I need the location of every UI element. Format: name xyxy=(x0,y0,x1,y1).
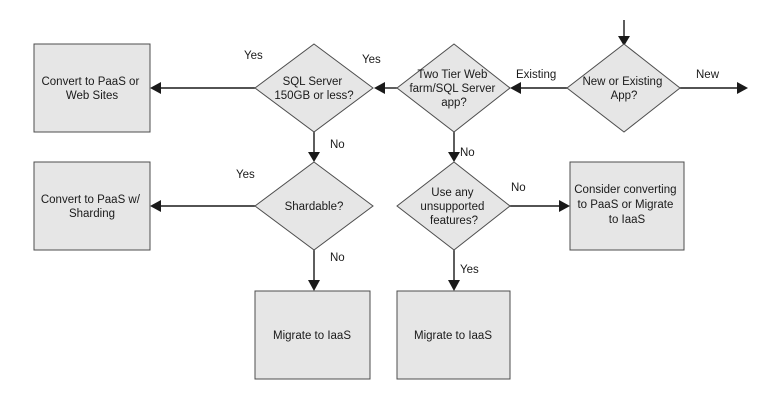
unsupported-no-arrowhead xyxy=(559,200,570,212)
decision-shardable xyxy=(254,161,374,251)
node-label-line: app? xyxy=(441,97,467,109)
process-migrate-iaas-shardable-text: Migrate to IaaS xyxy=(273,330,351,342)
sql-yes-arrowhead xyxy=(150,82,161,94)
edge-label-shardable-no: No xyxy=(330,252,345,264)
node-label-line: Migrate to IaaS xyxy=(414,330,492,342)
process-consider-converting xyxy=(569,161,685,251)
node-label-line: New or Existing xyxy=(582,76,662,88)
node-label-line: Shardable? xyxy=(285,201,344,213)
edge-label-sql-no: No xyxy=(330,139,345,151)
node-label-line: Convert to PaaS w/ xyxy=(41,194,141,206)
edge-label-shardable-yes: Yes xyxy=(236,169,255,181)
shardable-yes-arrowhead xyxy=(150,200,161,212)
node-label-line: 150GB or less? xyxy=(274,90,353,102)
process-migrate-iaas-shardable xyxy=(254,290,371,380)
decision-unsupported-features xyxy=(396,161,511,251)
node-label-line: Web Sites xyxy=(66,90,118,102)
edge-label-sql-yes: Yes xyxy=(244,50,263,62)
node-label-line: features? xyxy=(430,215,478,227)
new-arrowhead xyxy=(737,82,748,94)
edge-label-unsupported-no: No xyxy=(511,182,526,194)
edge-label-new: New xyxy=(696,69,720,81)
process-migrate-iaas-unsupported-text: Migrate to IaaS xyxy=(414,330,492,342)
decision-two-tier xyxy=(396,43,511,133)
node-label-line: to PaaS or Migrate xyxy=(577,199,673,211)
node-label-line: farm/SQL Server xyxy=(409,83,495,95)
process-consider-converting-text: Consider converting to PaaS or Migrate t… xyxy=(574,184,679,226)
existing-arrowhead xyxy=(510,82,521,94)
process-convert-paas-sharding xyxy=(33,161,151,251)
node-label-line: Consider converting xyxy=(574,184,676,196)
process-convert-paas-sharding-text: Convert to PaaS w/ Sharding xyxy=(41,194,143,220)
sql-no-arrowhead xyxy=(308,152,320,162)
shardable-no-arrowhead xyxy=(308,280,320,291)
edge-label-two-tier-no: No xyxy=(460,147,475,159)
node-label-line: to IaaS xyxy=(609,214,646,226)
decision-sql-server-size xyxy=(254,43,374,133)
node-label-line: App? xyxy=(611,90,638,102)
two-tier-yes-arrowhead xyxy=(374,82,385,94)
node-label-line: unsupported xyxy=(420,201,484,213)
node-label-line: Sharding xyxy=(69,208,115,220)
edge-label-unsupported-yes: Yes xyxy=(460,264,479,276)
decision-new-or-existing xyxy=(566,43,681,133)
entry-arrowhead xyxy=(618,36,630,46)
edge-label-existing: Existing xyxy=(516,69,556,81)
node-label-line: SQL Server xyxy=(283,76,343,88)
process-migrate-iaas-unsupported xyxy=(396,290,511,380)
edge-label-two-tier-yes: Yes xyxy=(362,54,381,66)
decision-two-tier-text: Two Tier Web farm/SQL Server app? xyxy=(409,69,498,109)
unsupported-yes-arrowhead xyxy=(448,280,460,291)
decision-sql-server-size-text: SQL Server 150GB or less? xyxy=(274,76,353,102)
process-convert-paas-web-sites-text: Convert to PaaS or Web Sites xyxy=(41,76,142,102)
node-label-line: Use any xyxy=(431,187,473,199)
node-label-line: Convert to PaaS or xyxy=(41,76,139,88)
node-label-line: Two Tier Web xyxy=(417,69,487,81)
decision-unsupported-features-text: Use any unsupported features? xyxy=(420,187,487,227)
decision-shardable-text: Shardable? xyxy=(285,201,344,213)
node-label-line: Migrate to IaaS xyxy=(273,330,351,342)
process-convert-paas-web-sites xyxy=(33,43,151,133)
decision-new-or-existing-text: New or Existing App? xyxy=(582,76,665,102)
two-tier-no-arrowhead xyxy=(448,152,460,162)
